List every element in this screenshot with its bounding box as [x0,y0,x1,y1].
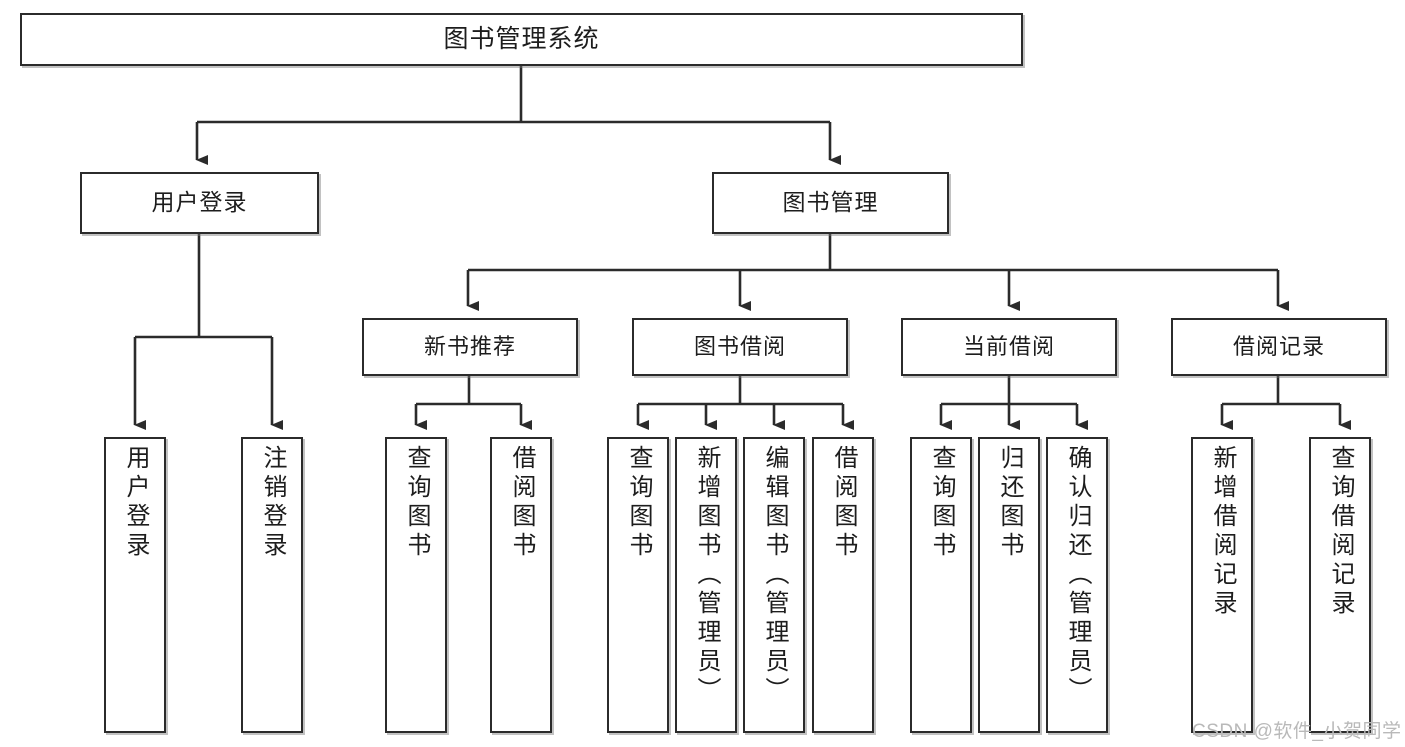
node-leaf-logout-login[interactable]: 注销登录 [241,437,303,733]
node-label: 新书推荐 [423,334,516,360]
node-leaf-add-book-admin[interactable]: 新增图书（管理员） [675,437,737,733]
node-label: 图书管理系统 [443,24,600,53]
node-current-borrow[interactable]: 当前借阅 [901,318,1117,376]
node-label: 新增图书（管理员） [693,445,720,706]
node-leaf-query-book-recommend[interactable]: 查询图书 [385,437,447,733]
node-leaf-borrow-book-recommend[interactable]: 借阅图书 [490,437,552,733]
node-label: 查询图书 [928,445,955,561]
node-label: 借阅记录 [1232,334,1325,360]
node-user-login[interactable]: 用户登录 [80,172,319,234]
node-root-book-management-system[interactable]: 图书管理系统 [20,13,1023,66]
node-leaf-edit-book-admin[interactable]: 编辑图书（管理员） [743,437,805,733]
node-label: 注销登录 [259,445,286,561]
node-label: 编辑图书（管理员） [761,445,788,706]
node-label: 借阅图书 [508,445,535,561]
node-leaf-return-book[interactable]: 归还图书 [978,437,1040,733]
node-leaf-user-login[interactable]: 用户登录 [104,437,166,733]
node-label: 图书管理 [782,189,879,216]
node-label: 用户登录 [151,189,248,216]
node-leaf-query-borrow-record[interactable]: 查询借阅记录 [1309,437,1371,733]
node-leaf-query-book-current[interactable]: 查询图书 [910,437,972,733]
node-new-book-recommend[interactable]: 新书推荐 [362,318,578,376]
node-leaf-add-borrow-record[interactable]: 新增借阅记录 [1191,437,1253,733]
node-label: 查询图书 [403,445,430,561]
node-leaf-query-book-borrow[interactable]: 查询图书 [607,437,669,733]
node-label: 新增借阅记录 [1209,445,1236,619]
node-borrow-record[interactable]: 借阅记录 [1171,318,1387,376]
csdn-watermark: CSDN @软件_小贺同学 [1192,721,1402,742]
node-label: 查询借阅记录 [1327,445,1354,619]
node-label: 确认归还（管理员） [1064,445,1091,706]
node-label: 当前借阅 [962,334,1055,360]
node-label: 借阅图书 [830,445,857,561]
node-label: 归还图书 [996,445,1023,561]
node-label: 查询图书 [625,445,652,561]
node-label: 用户登录 [122,445,149,561]
node-leaf-confirm-return-admin[interactable]: 确认归还（管理员） [1046,437,1108,733]
node-book-borrow[interactable]: 图书借阅 [632,318,848,376]
node-label: 图书借阅 [693,334,786,360]
node-leaf-borrow-book-borrow[interactable]: 借阅图书 [812,437,874,733]
node-book-management[interactable]: 图书管理 [712,172,949,234]
